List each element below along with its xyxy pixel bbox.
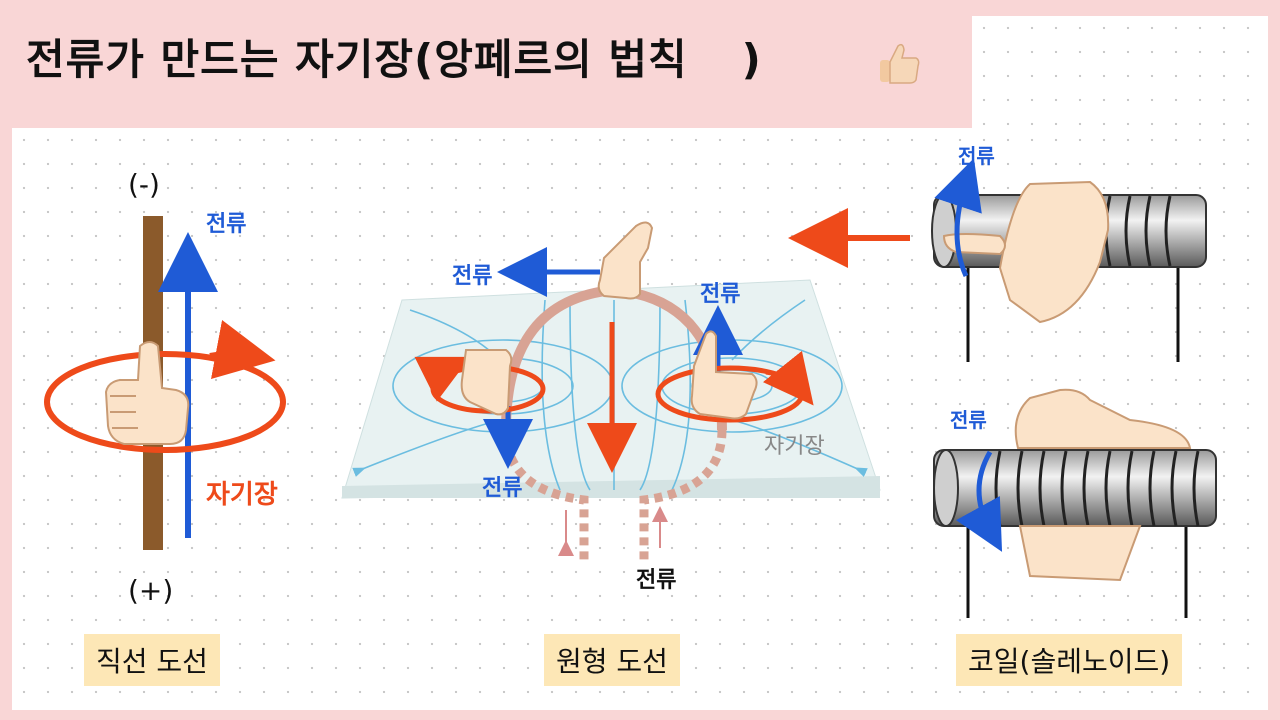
coil-caption: 코일(솔레노이드) <box>956 634 1183 686</box>
field-direction-arrow <box>209 319 276 379</box>
circular-current-left-label: 전류 <box>482 476 523 501</box>
thumbs-up-icon <box>880 43 920 84</box>
circular-wire-section <box>341 221 881 560</box>
straight-wire-section <box>44 216 286 550</box>
straight-field-label: 자기장 <box>206 480 278 510</box>
coil-section <box>931 158 1217 618</box>
page-title: 전류가 만드는 자기장(앙페르의 법칙) <box>26 26 762 87</box>
coil-bottom-current-arrow <box>956 450 1003 552</box>
title-bar <box>0 0 972 128</box>
field-arrow-left <box>414 356 471 402</box>
coil-current-bottom-label: 전류 <box>950 408 987 432</box>
title-end: ) <box>741 35 762 84</box>
circular-current-bottom-label: 전류 <box>636 568 677 593</box>
circular-field-label: 자기장 <box>764 434 825 459</box>
circular-current-top-label: 전류 <box>452 264 493 289</box>
straight-wire-caption: 직선 도선 <box>84 634 220 686</box>
title-text: 전류가 만드는 자기장(앙페르의 법칙 <box>26 35 688 84</box>
field-loop-straight <box>44 351 286 453</box>
field-arrow-right <box>762 350 814 406</box>
coil-bottom-fingers <box>1014 388 1192 449</box>
coil-bottom-palm <box>1018 525 1142 582</box>
coil-top-hand <box>998 180 1110 324</box>
paper-corner <box>972 16 1268 128</box>
coil-top-current-arrow <box>934 158 982 278</box>
hand-icons <box>460 221 758 420</box>
right-hand-icon <box>104 341 190 445</box>
minus-terminal: (-) <box>128 168 160 201</box>
circular-current-right-label: 전류 <box>700 282 741 307</box>
plus-terminal: (+) <box>128 574 174 607</box>
plane-edge <box>342 476 880 498</box>
straight-current-label: 전류 <box>206 212 247 237</box>
circular-wire-caption: 원형 도선 <box>544 634 680 686</box>
coil-current-top-label: 전류 <box>958 144 995 168</box>
